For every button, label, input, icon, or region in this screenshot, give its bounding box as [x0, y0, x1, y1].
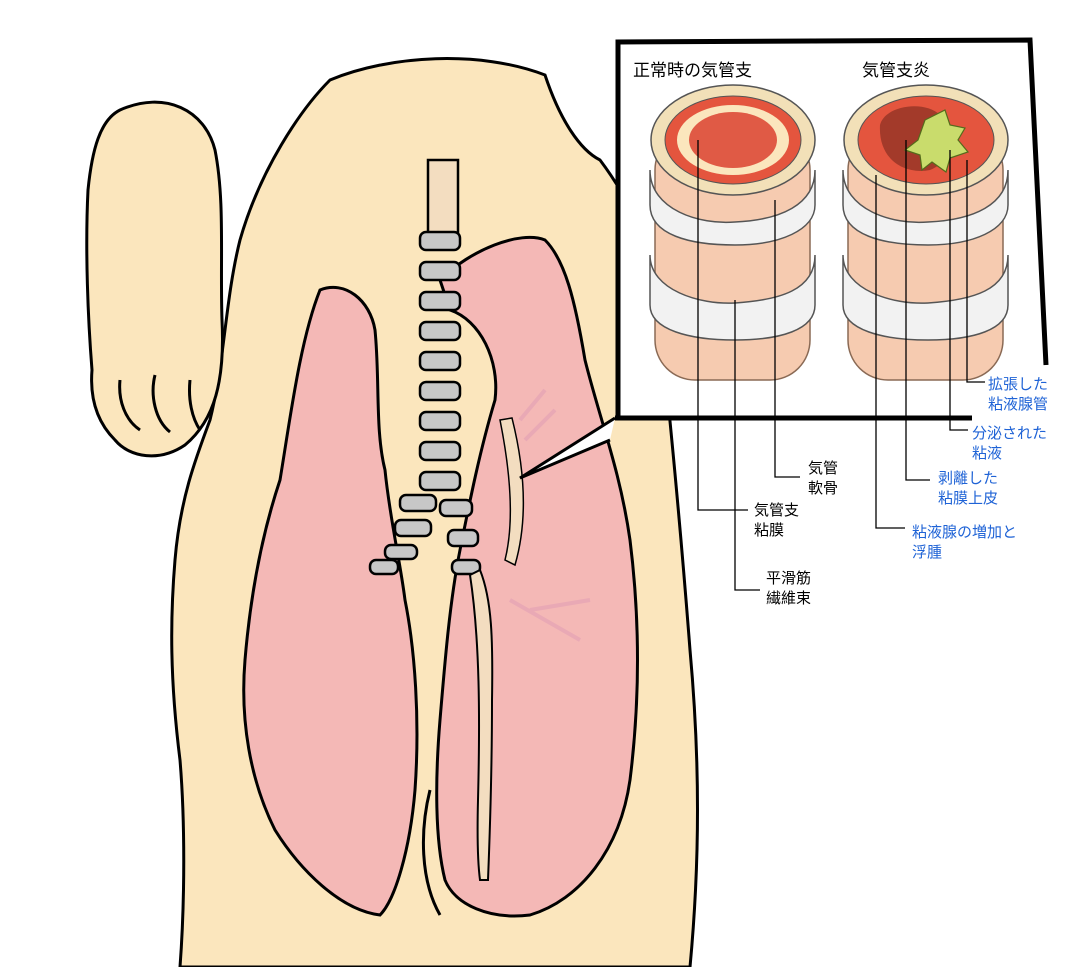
bronchitis-title: 気管支炎	[862, 61, 930, 81]
label-gland-hyperplasia-edema: 粘液腺の増加と浮腫	[912, 523, 1018, 561]
leader-lines-normal	[697, 140, 800, 591]
left-lung	[242, 285, 419, 917]
label-dilated-gland-duct: 拡張した粘液腺管	[988, 375, 1049, 413]
label-mucosa: 気管支粘膜	[754, 501, 800, 539]
bronchus-branch	[468, 568, 494, 881]
trachea	[368, 158, 591, 881]
bronchitis-bronchus	[842, 84, 1009, 381]
label-detached-epithelium: 剥離した粘膜上皮	[938, 469, 999, 507]
leader-lines-bronchitis	[875, 140, 985, 529]
callout-pointer	[519, 416, 616, 480]
label-secreted-mucus: 分泌された粘液	[972, 424, 1048, 462]
label-smooth-muscle: 平滑筋繊維束	[766, 569, 812, 607]
front-paw	[85, 100, 224, 458]
normal-bronchus	[649, 84, 816, 381]
label-cartilage: 気管軟骨	[808, 459, 839, 497]
normal-bronchus-title: 正常時の気管支	[633, 61, 752, 81]
